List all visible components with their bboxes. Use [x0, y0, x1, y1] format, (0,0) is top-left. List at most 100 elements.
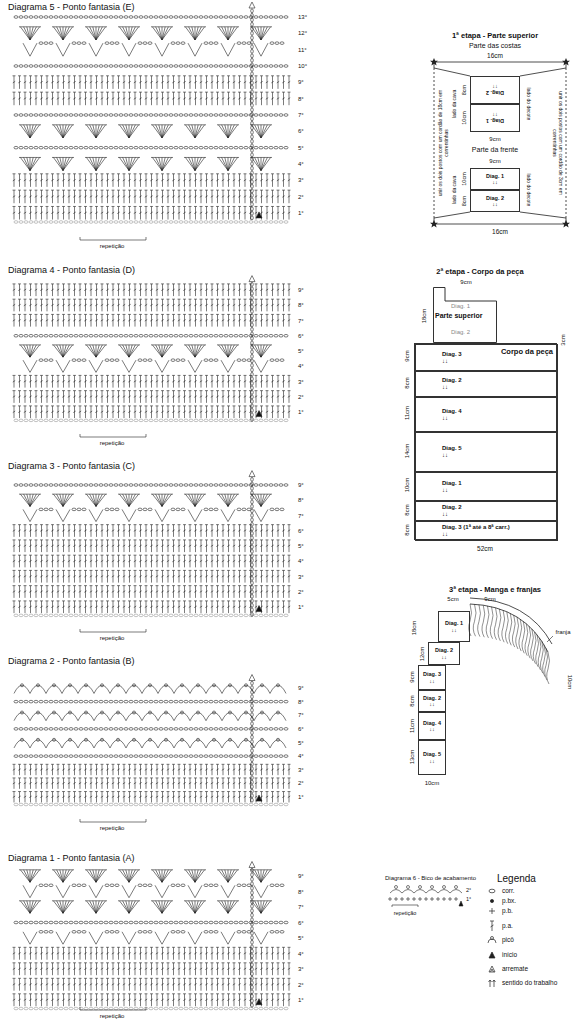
foundation-chain: [14, 419, 288, 422]
band-text: Diag. 4: [442, 408, 462, 415]
pattern-band: Diag. 2↓↓: [418, 690, 446, 712]
top-part-shape: Diag. 1Parte superiorDiag. 2: [433, 287, 497, 343]
band-label: Diag. 3 (1ª até a 8ª carr.)↓↓: [416, 524, 557, 537]
pattern-band: Diag. 2↓↓: [415, 501, 558, 521]
band-label: Diag. 1↑↑: [471, 112, 519, 124]
dimension-label: unir os dois postos com um cordão de 3cm…: [552, 78, 563, 208]
band-text: Diag. 5: [442, 445, 462, 452]
finish-arrow: [249, 276, 255, 282]
band-text: Diag. 1: [442, 480, 462, 487]
dimension-label: 8cm: [461, 85, 467, 95]
band-text: ↓↓: [429, 726, 435, 732]
dimension-label: lado do decote: [525, 174, 531, 207]
band-text: ↓↓: [451, 627, 457, 633]
dimension-label: 18cm: [411, 621, 418, 636]
band-label: Diag. 4↓↓: [416, 408, 557, 421]
dimension-label: franja: [555, 629, 570, 636]
band-text: Diag. 2: [435, 647, 453, 653]
dimension-label: 11cm: [409, 719, 416, 733]
stitch-symbols: [13, 792, 291, 803]
row-number: 2°: [298, 393, 304, 400]
stitch-symbols: [13, 601, 291, 613]
repeat-bracket: [80, 1007, 146, 1010]
foundation-chain: [14, 803, 288, 806]
band-text: Diag. 5: [423, 751, 441, 757]
row-number: 4°: [298, 558, 304, 565]
band-text: Diag. 1: [486, 118, 504, 124]
dimension-label: 16cm: [487, 52, 503, 59]
stitch-symbols: [13, 299, 291, 311]
legend-text: picô: [502, 936, 514, 943]
band-text: Diag. 1: [486, 173, 504, 179]
band-text: ↓↓: [442, 531, 448, 538]
row-number: 3°: [298, 378, 304, 385]
band-text: ↓↓: [442, 415, 448, 422]
dimension-label: 14cm: [404, 444, 411, 459]
stitch-symbols: [13, 540, 291, 552]
stitch-symbols: [23, 508, 284, 522]
band-text: Diag. 2: [442, 504, 462, 511]
dimension-label: 9cm: [489, 136, 500, 143]
legend-symbols: [488, 889, 496, 987]
chart-title: Diagrama 1 - Ponto fantasia (A): [8, 854, 135, 864]
dimension-label: lado da cava: [452, 176, 458, 204]
pattern-band: Diag. 3 (1ª até a 8ª carr.)↓↓: [415, 521, 558, 541]
stitch-symbols: [19, 901, 272, 913]
band-text: ↑↑: [492, 84, 498, 90]
row-number: 8°: [298, 302, 304, 309]
band-text: ↓↓: [429, 678, 435, 684]
stitch-symbols: [13, 978, 291, 990]
finish-arrow: [249, 861, 255, 867]
dimension-label: 3ª etapa - Manga e franjas: [449, 586, 541, 594]
join-stars: [430, 58, 570, 228]
stitch-symbols: [13, 570, 291, 582]
band-label: Diag. 2↓↓: [429, 647, 459, 659]
legend-text: p.bx.: [502, 897, 516, 904]
repeat-bracket: [80, 819, 146, 822]
chain-symbol: [489, 889, 495, 893]
repeat-bracket: [80, 434, 146, 437]
row-number: 1°: [298, 997, 304, 1004]
band-text: Diag. 3: [423, 671, 441, 677]
row-number: 11°: [298, 46, 307, 53]
pattern-band: Diag. 5↓↓: [418, 740, 446, 775]
dimension-label: 9cm: [404, 350, 411, 361]
dimension-label: Parte das costas: [469, 42, 521, 50]
foundation-chain: [14, 221, 288, 224]
row-number: 13°: [298, 14, 307, 21]
pattern-band: Diag. 1↓↓: [415, 472, 558, 501]
row-number: 1°: [298, 210, 304, 217]
stitch-symbols: [13, 174, 291, 187]
slip-stitch-symbol: [490, 899, 493, 902]
band-text: ↓↓: [442, 384, 448, 391]
stitch-symbols: [13, 206, 291, 219]
start-symbol: [489, 952, 495, 958]
dimension-label: 12cm: [419, 647, 426, 662]
pattern-band: Diag. 5↓↓: [415, 432, 558, 472]
row-number: 4°: [298, 950, 304, 957]
row-number: 6°: [298, 919, 304, 926]
stitch-symbols: [14, 114, 288, 117]
stitch-symbols: [13, 284, 291, 296]
row-number: 3°: [298, 573, 304, 580]
stitch-symbols: [14, 334, 288, 337]
dimension-label: 16cm: [492, 228, 508, 235]
band-text: Parte superior: [435, 312, 482, 320]
stitch-symbols: [23, 359, 284, 373]
start-arrow: [256, 212, 262, 218]
dimension-label: 8cm: [404, 377, 411, 388]
dimension-label: 2°: [466, 887, 471, 893]
start-arrow: [459, 901, 463, 906]
stitch-symbols: [13, 76, 291, 89]
pattern-band: Diag. 2↓↓: [428, 642, 460, 665]
fringe-strands: [469, 604, 550, 684]
dimension-label: 9cm: [460, 279, 471, 286]
band-text: ↓↓: [429, 758, 435, 764]
stitch-symbols: [14, 684, 286, 694]
stitch-symbols: [19, 157, 272, 170]
row-number: 2°: [298, 981, 304, 988]
dimension-label: lado do decote: [525, 88, 531, 121]
band-label: Diag. 5↓↓: [416, 445, 557, 458]
stitch-symbols: [13, 947, 291, 959]
row-number: 12°: [298, 30, 307, 37]
